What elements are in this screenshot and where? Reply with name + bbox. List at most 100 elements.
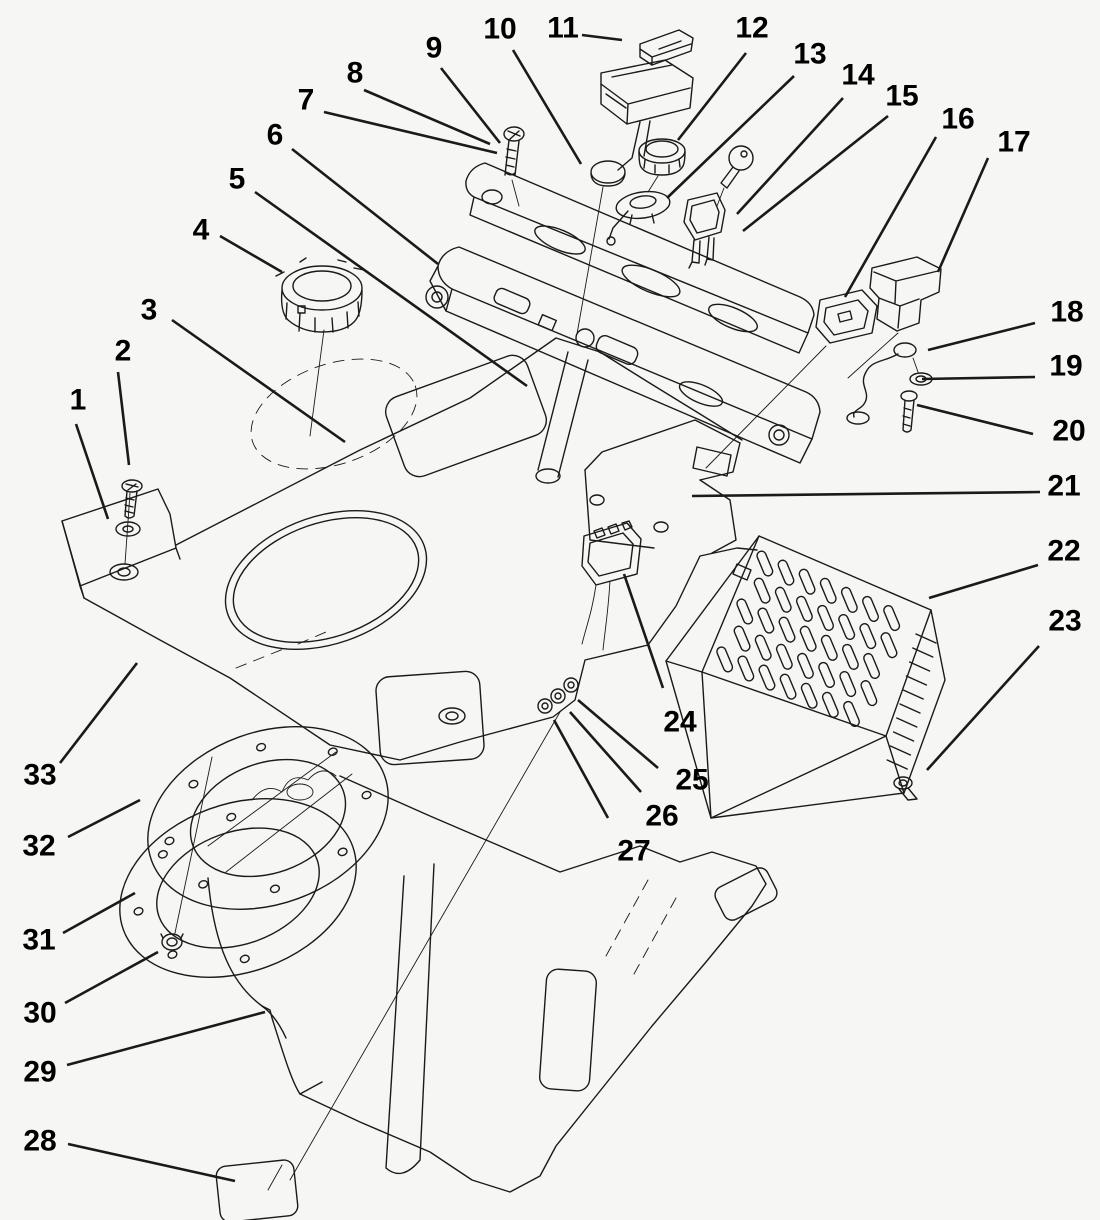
bolt-hole xyxy=(337,847,348,857)
vent-slot xyxy=(774,586,792,613)
vent-slot xyxy=(798,568,816,595)
vent-slot xyxy=(733,625,751,652)
corner-fasteners xyxy=(289,677,579,1181)
callout-leader-12 xyxy=(676,52,748,141)
callout-leader-8 xyxy=(363,88,491,146)
callout-leader-4 xyxy=(219,234,283,274)
vent-slot xyxy=(800,682,818,709)
callout-label-3: 3 xyxy=(141,294,158,327)
callout-label-9: 9 xyxy=(426,32,443,65)
callout-leaders xyxy=(58,33,1041,1183)
callout-leader-16 xyxy=(843,136,938,298)
gasket-ring xyxy=(119,798,357,978)
vent-slot xyxy=(821,691,839,718)
vent-slot xyxy=(778,616,796,643)
callout-leader-29 xyxy=(66,1010,266,1067)
bolt-hole xyxy=(327,747,338,757)
screw-9 xyxy=(503,126,525,207)
callout-leader-2 xyxy=(116,371,131,466)
bolt-hole xyxy=(157,849,168,859)
callout-label-29: 29 xyxy=(23,1056,56,1089)
side-vent-slot xyxy=(912,647,934,658)
bolt-hole xyxy=(188,779,199,789)
vent-slot xyxy=(880,632,898,659)
callout-label-1: 1 xyxy=(70,384,87,417)
callout-leader-6 xyxy=(291,147,439,266)
vent-slot xyxy=(779,673,797,700)
dash-bezel xyxy=(465,162,815,354)
vent-slot xyxy=(820,634,838,661)
vent-slot xyxy=(757,607,775,634)
bolt-hole xyxy=(361,790,372,800)
callout-leader-31 xyxy=(62,891,136,935)
bolt-hole xyxy=(226,812,237,822)
rocker-switch xyxy=(576,59,694,335)
vent-slot xyxy=(883,604,901,632)
callout-leader-5 xyxy=(254,190,528,388)
wire-connector xyxy=(581,520,642,651)
side-vent-slot xyxy=(905,675,928,686)
dash-panel xyxy=(429,246,821,464)
callout-leader-10 xyxy=(511,49,583,165)
callout-label-17: 17 xyxy=(997,126,1030,159)
diagram-artwork xyxy=(61,29,946,1220)
callout-label-7: 7 xyxy=(298,84,315,117)
vent-slot xyxy=(736,598,754,625)
callout-leader-22 xyxy=(928,563,1039,600)
vent-slot xyxy=(843,700,860,727)
bolt-hole xyxy=(255,742,267,752)
vent-slot xyxy=(775,643,793,670)
callout-label-11: 11 xyxy=(547,12,579,45)
side-vent-hatch xyxy=(886,633,937,770)
callout-label-28: 28 xyxy=(23,1125,56,1158)
callout-leader-19 xyxy=(921,375,1036,381)
callout-leader-9 xyxy=(439,67,502,144)
callout-label-26: 26 xyxy=(645,800,678,833)
vent-slot xyxy=(753,577,771,604)
vent-slots xyxy=(716,550,901,727)
callout-label-18: 18 xyxy=(1050,296,1083,329)
vent-slot xyxy=(862,595,879,622)
support-bracket xyxy=(584,419,741,554)
vent-slot xyxy=(841,643,859,670)
callout-leader-3 xyxy=(171,318,346,444)
side-vent-slot xyxy=(892,731,915,742)
blower-housing xyxy=(207,751,778,1193)
side-vent-slot xyxy=(886,759,908,770)
trim-cap xyxy=(639,29,694,66)
prong-switch xyxy=(683,192,726,269)
callout-label-10: 10 xyxy=(483,13,516,46)
bolt-hole xyxy=(269,884,281,894)
side-vent-slot xyxy=(908,661,931,672)
callout-label-19: 19 xyxy=(1049,350,1082,383)
callout-label-4: 4 xyxy=(193,214,210,247)
callout-label-16: 16 xyxy=(941,103,974,136)
callout-label-5: 5 xyxy=(229,163,246,196)
impeller xyxy=(207,751,353,873)
callout-label-6: 6 xyxy=(267,119,284,152)
panel-switch xyxy=(705,289,878,469)
callout-label-30: 30 xyxy=(23,997,56,1030)
vent-slot xyxy=(819,577,837,604)
pad xyxy=(215,1159,299,1220)
nut xyxy=(160,756,213,951)
wire-harness xyxy=(846,342,917,425)
side-vent-slot xyxy=(902,689,924,700)
vent-slot xyxy=(754,634,772,661)
callout-leader-18 xyxy=(927,321,1036,352)
callout-label-21: 21 xyxy=(1047,470,1080,503)
vent-slot xyxy=(797,652,814,679)
bolt-hole xyxy=(133,906,144,916)
callout-leader-26 xyxy=(569,711,642,793)
vent-slot xyxy=(799,625,817,652)
screw-23 xyxy=(893,776,918,801)
vent-slot xyxy=(818,661,836,688)
bolt-hole xyxy=(198,879,209,889)
callout-leader-33 xyxy=(58,662,139,764)
callout-label-27: 27 xyxy=(617,835,650,868)
ignition-key xyxy=(716,145,754,207)
callout-label-2: 2 xyxy=(115,335,132,368)
callout-leader-30 xyxy=(64,950,159,1005)
callout-leader-28 xyxy=(67,1142,236,1183)
